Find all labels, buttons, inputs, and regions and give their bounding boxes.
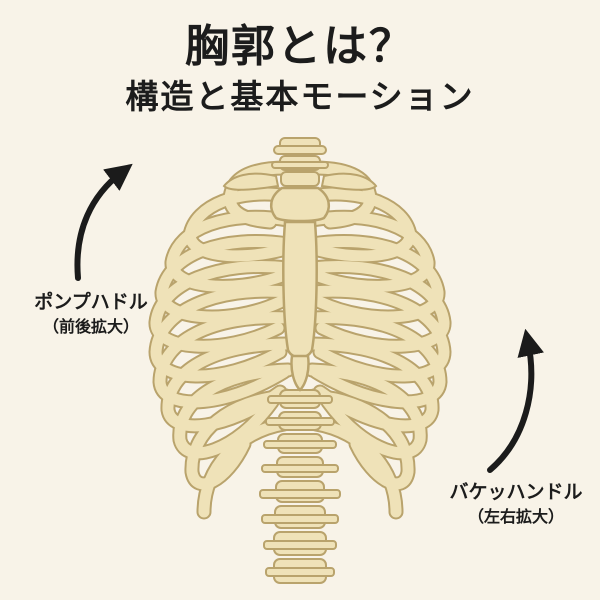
ribs [148, 160, 452, 520]
sternum [269, 186, 331, 392]
bucket-handle-arrow [487, 328, 544, 473]
bucket-handle-title: バケッハンドル [449, 481, 583, 503]
page-title: 胸郭とは？ [185, 21, 415, 72]
pump-handle-subtitle: （前後拡大） [42, 316, 139, 336]
pump-handle-arrow [74, 163, 133, 281]
pump-handle-label: ポンプハドル （前後拡大） [6, 290, 176, 337]
bucket-handle-label: バケッハンドル （左右拡大） [436, 480, 596, 527]
clavicles [222, 172, 378, 191]
bucket-handle-subtitle: （左右拡大） [467, 506, 564, 526]
page-subtitle: 構造と基本モーション [125, 77, 475, 116]
spine [259, 137, 341, 584]
pump-handle-title: ポンプハドル [34, 291, 148, 313]
